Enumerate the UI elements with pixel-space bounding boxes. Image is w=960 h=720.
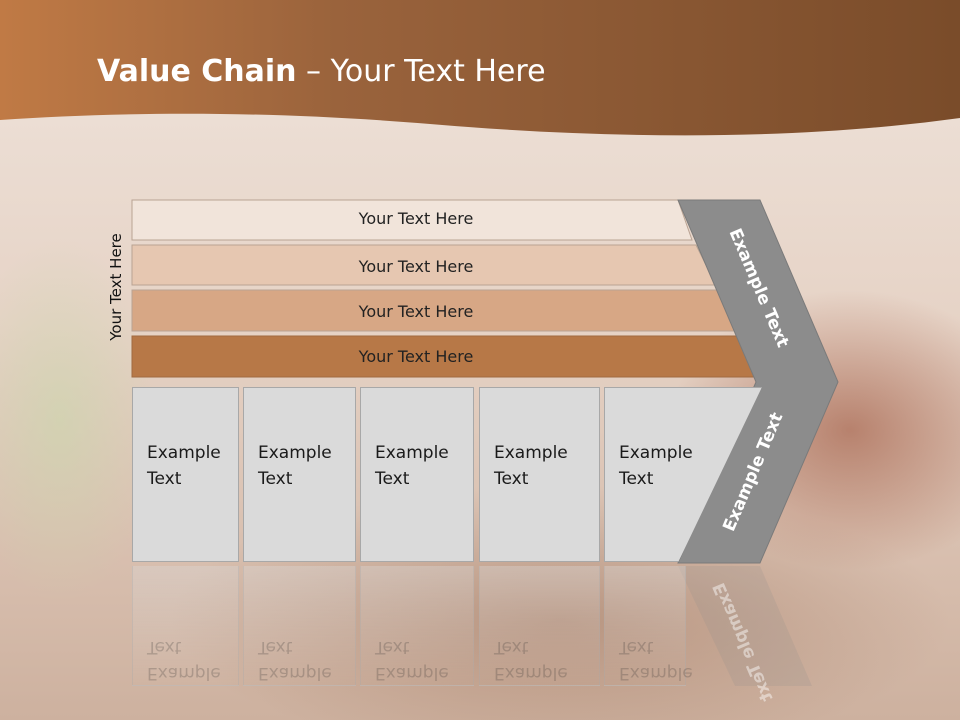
box-4-reflection-line2: Text — [494, 637, 529, 657]
box-1-reflection-line2: Text — [147, 637, 182, 657]
box-2-line2: Text — [258, 469, 293, 489]
box-1-reflection: Example Text — [132, 566, 239, 686]
bar-1 — [131, 199, 693, 241]
box-4-line2: Text — [494, 469, 529, 489]
title-rest: – Your Text Here — [296, 54, 546, 89]
box-5-line1: Example — [619, 443, 693, 463]
chevron-reflection — [678, 566, 812, 686]
bar-2-label: Your Text Here — [358, 257, 474, 276]
box-2-line1: Example — [258, 443, 332, 463]
box-3-line2: Text — [375, 469, 410, 489]
header-band — [0, 0, 960, 136]
box-4-reflection: Example Text — [479, 566, 600, 686]
box-3-reflection-line2: Text — [375, 637, 410, 657]
box-2-reflection-line1: Example — [258, 663, 332, 683]
bar-1-label: Your Text Here — [358, 209, 474, 228]
box-3-line1: Example — [375, 443, 449, 463]
box-3-reflection-line1: Example — [375, 663, 449, 683]
box-4-reflection-line1: Example — [494, 663, 568, 683]
bar-3-label: Your Text Here — [358, 302, 474, 321]
bar-4-label: Your Text Here — [358, 347, 474, 366]
box-2-reflection: Example Text — [243, 566, 356, 686]
box-5-line2: Text — [619, 469, 654, 489]
box-1-line2: Text — [147, 469, 182, 489]
page-title: Value Chain – Your Text Here — [97, 54, 546, 89]
box-1-reflection-line1: Example — [147, 663, 221, 683]
box-5-reflection: Example Text — [604, 566, 693, 686]
box-4-line1: Example — [494, 443, 568, 463]
title-bold: Value Chain — [97, 54, 297, 89]
box-3-reflection: Example Text — [360, 566, 474, 686]
box-1-line1: Example — [147, 443, 221, 463]
box-2-reflection-line2: Text — [258, 637, 293, 657]
box-5-reflection-line2: Text — [619, 637, 654, 657]
box-5-reflection-line1: Example — [619, 663, 693, 683]
